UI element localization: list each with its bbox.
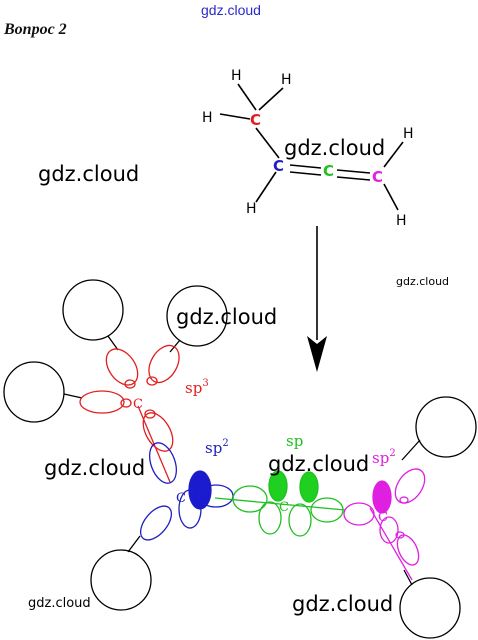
bond-c1-h3 bbox=[219, 113, 251, 120]
hydrogen-s-orbital bbox=[415, 396, 477, 458]
bond-c2-c3-b bbox=[289, 171, 322, 176]
hybridization-label-middle: sp bbox=[286, 432, 303, 450]
hydrogen-s-orbital bbox=[166, 285, 228, 347]
hydrogen-atom: H bbox=[202, 110, 213, 126]
hybridization-label-ch3: sp3 bbox=[185, 378, 209, 397]
watermark-orbital-3: gdz.cloud bbox=[268, 452, 370, 476]
hybridization-label-ch2: sp2 bbox=[372, 448, 396, 467]
watermark-orbital-1: gdz.cloud bbox=[176, 305, 278, 329]
hybridization-label-ch: sp2 bbox=[205, 438, 229, 457]
hydrogen-s-orbital bbox=[90, 549, 152, 611]
hydrogen-atom: H bbox=[403, 126, 414, 142]
bond-c1-c2 bbox=[255, 127, 280, 159]
carbon-atom-middle: C bbox=[323, 162, 334, 180]
middle-sp-orbitals: C bbox=[214, 470, 346, 537]
carbon-atom-ch: C bbox=[176, 491, 186, 506]
carbon-atom-ch2: C bbox=[378, 510, 388, 525]
bond-c4-h1 bbox=[383, 141, 404, 168]
watermark-left: gdz.cloud bbox=[38, 162, 140, 186]
bond-c3-c4-a bbox=[336, 169, 371, 174]
watermark-bottom-small: gdz.cloud bbox=[28, 596, 91, 611]
hydrogen-atom: H bbox=[396, 213, 407, 229]
bond-c1-h2 bbox=[258, 87, 284, 111]
bond-c2-c3-a bbox=[289, 164, 322, 169]
carbon-atom-ch: C bbox=[273, 157, 284, 175]
watermark-molecule: gdz.cloud bbox=[284, 136, 386, 160]
ch-sp2-orbitals: C bbox=[139, 442, 234, 541]
watermark-right-small: gdz.cloud bbox=[396, 275, 450, 288]
hydrogen-s-orbital bbox=[399, 577, 461, 639]
carbon-atom-ch2: C bbox=[372, 168, 383, 186]
watermark-bottom: gdz.cloud bbox=[292, 592, 394, 616]
hydrogen-atom: H bbox=[281, 72, 292, 88]
bond-c3-c4-b bbox=[336, 176, 371, 181]
orbital-model: C C C bbox=[3, 279, 477, 639]
ch2-sp2-orbitals: C bbox=[343, 468, 426, 581]
reaction-arrow bbox=[307, 226, 327, 372]
carbon-atom-ch3: C bbox=[250, 111, 261, 129]
bond-c2-h bbox=[255, 171, 277, 203]
hydrogen-s-orbital bbox=[3, 361, 65, 423]
carbon-atom-middle: C bbox=[279, 500, 289, 515]
watermark-top: gdz.cloud bbox=[201, 2, 261, 18]
watermark-orbital-2: gdz.cloud bbox=[44, 456, 146, 480]
structural-formula: H H H C C H C C H H bbox=[202, 68, 414, 229]
question-label: Вопрос 2 bbox=[4, 21, 67, 38]
hydrogen-atom: H bbox=[246, 201, 257, 217]
bond-c1-h1 bbox=[237, 83, 257, 111]
hydrogen-atom: H bbox=[231, 68, 242, 84]
bond-c4-h2 bbox=[383, 183, 399, 211]
carbon-atom-ch3: C bbox=[133, 397, 143, 412]
hydrogen-s-orbital bbox=[62, 279, 124, 341]
